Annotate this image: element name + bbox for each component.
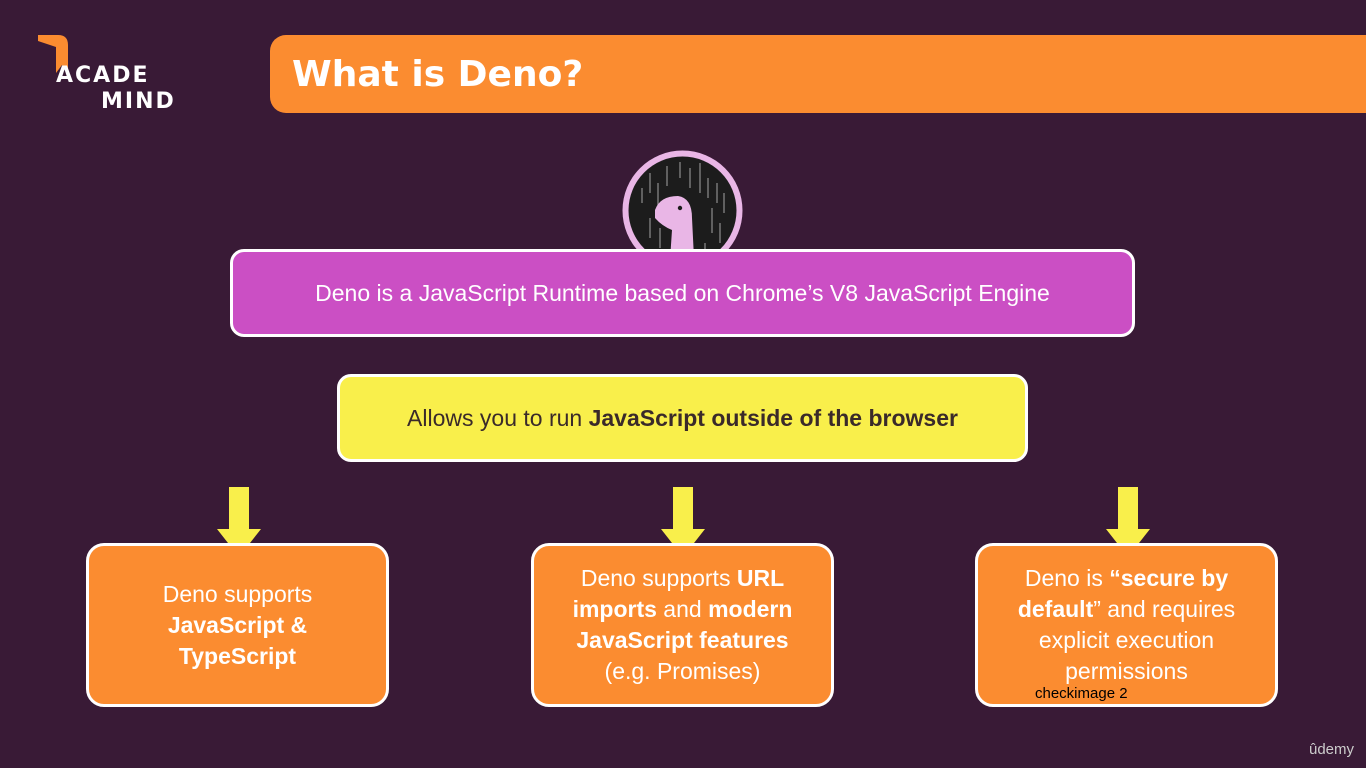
browser-bold-text: JavaScript outside of the browser bbox=[588, 404, 958, 431]
runtime-description-box: Deno is a JavaScript Runtime based on Ch… bbox=[230, 249, 1135, 337]
udemy-watermark: ûdemy bbox=[1309, 741, 1355, 758]
logo-text-line1: ACADE bbox=[56, 63, 150, 88]
feature-line: Deno is bbox=[1024, 565, 1110, 591]
browser-description-text: Allows you to run JavaScript outside of … bbox=[407, 405, 958, 432]
feature-box-imports: Deno supports URL imports and modern Jav… bbox=[531, 543, 834, 707]
logo-text-line2: MIND bbox=[101, 89, 176, 114]
browser-plain-text: Allows you to run bbox=[407, 404, 589, 431]
feature-text-languages: Deno supports JavaScript & TypeScript bbox=[163, 579, 313, 672]
feature-line: (e.g. Promises) bbox=[604, 658, 761, 684]
feature-line: ” and requires bbox=[1093, 596, 1236, 622]
feature-bold: URL bbox=[736, 565, 785, 591]
logo-flag-icon bbox=[38, 35, 68, 73]
feature-bold: imports bbox=[572, 596, 657, 622]
deno-dinosaur-icon bbox=[622, 150, 743, 271]
overlay-label: checkimage 2 bbox=[1035, 685, 1128, 702]
feature-bold: JavaScript features bbox=[576, 627, 789, 653]
runtime-description-text: Deno is a JavaScript Runtime based on Ch… bbox=[315, 279, 1050, 306]
feature-line: and bbox=[656, 596, 709, 622]
feature-bold: default bbox=[1017, 596, 1094, 622]
feature-bold: JavaScript & bbox=[167, 611, 308, 638]
page-title: What is Deno? bbox=[292, 53, 584, 95]
feature-bold: “secure by bbox=[1109, 565, 1229, 591]
browser-description-box: Allows you to run JavaScript outside of … bbox=[337, 374, 1028, 462]
academind-logo: ACADE MIND bbox=[38, 33, 178, 114]
feature-box-security: Deno is “secure by default” and requires… bbox=[975, 543, 1278, 707]
feature-bold: TypeScript bbox=[178, 642, 297, 669]
feature-box-languages: Deno supports JavaScript & TypeScript bbox=[86, 543, 389, 707]
down-arrow-icon bbox=[1106, 487, 1150, 557]
feature-text-security: Deno is “secure by default” and requires… bbox=[1018, 563, 1235, 687]
down-arrow-icon bbox=[661, 487, 705, 557]
feature-line: explicit execution bbox=[1038, 627, 1215, 653]
feature-line: permissions bbox=[1065, 658, 1188, 684]
down-arrow-icon bbox=[217, 487, 261, 557]
feature-text-imports: Deno supports URL imports and modern Jav… bbox=[573, 563, 793, 687]
feature-bold: modern bbox=[708, 596, 793, 622]
title-banner: What is Deno? bbox=[270, 35, 1366, 113]
feature-line: Deno supports bbox=[162, 580, 313, 607]
feature-line: Deno supports bbox=[580, 565, 737, 591]
